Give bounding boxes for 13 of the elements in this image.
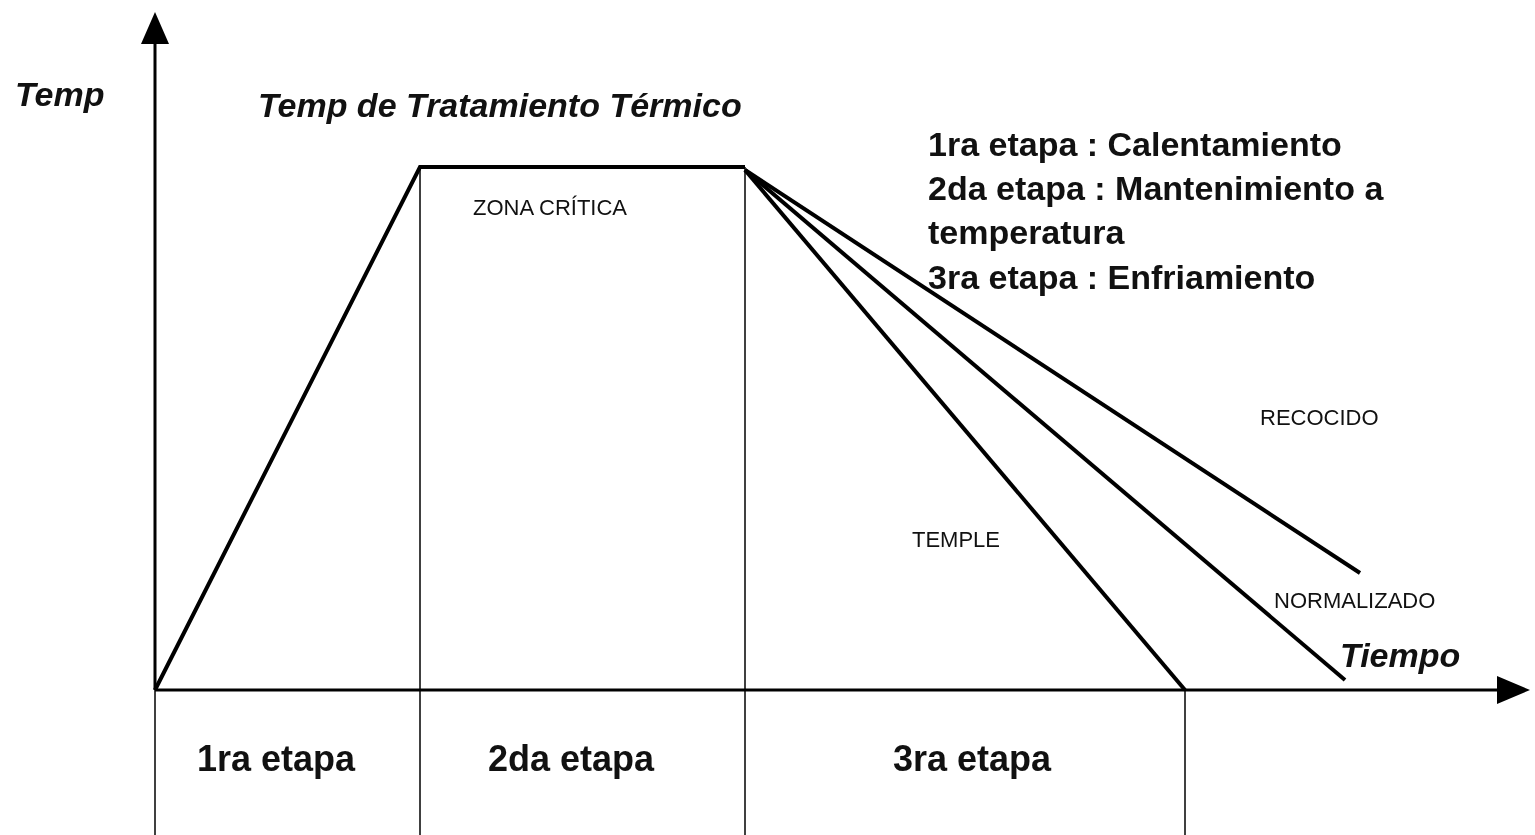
zone-label: ZONA CRÍTICA: [473, 194, 627, 222]
curve-label: TEMPLE: [912, 526, 1001, 554]
stage-label: 2da etapa: [488, 737, 655, 781]
legend-note: 3ra etapa : Enfriamiento: [928, 257, 1316, 298]
curve-label: NORMALIZADO: [1274, 587, 1436, 615]
legend-note: 1ra etapa : Calentamiento: [928, 124, 1342, 165]
axis-label: Temp: [15, 74, 105, 115]
stage-label: 3ra etapa: [893, 737, 1052, 781]
chart-title: Temp de Tratamiento Térmico: [258, 86, 742, 125]
curve-label: RECOCIDO: [1260, 404, 1379, 432]
stage-label: 1ra etapa: [197, 737, 356, 781]
axis-label: Tiempo: [1340, 635, 1461, 676]
legend-note: 2da etapa : Mantenimiento a temperatura: [928, 168, 1385, 254]
